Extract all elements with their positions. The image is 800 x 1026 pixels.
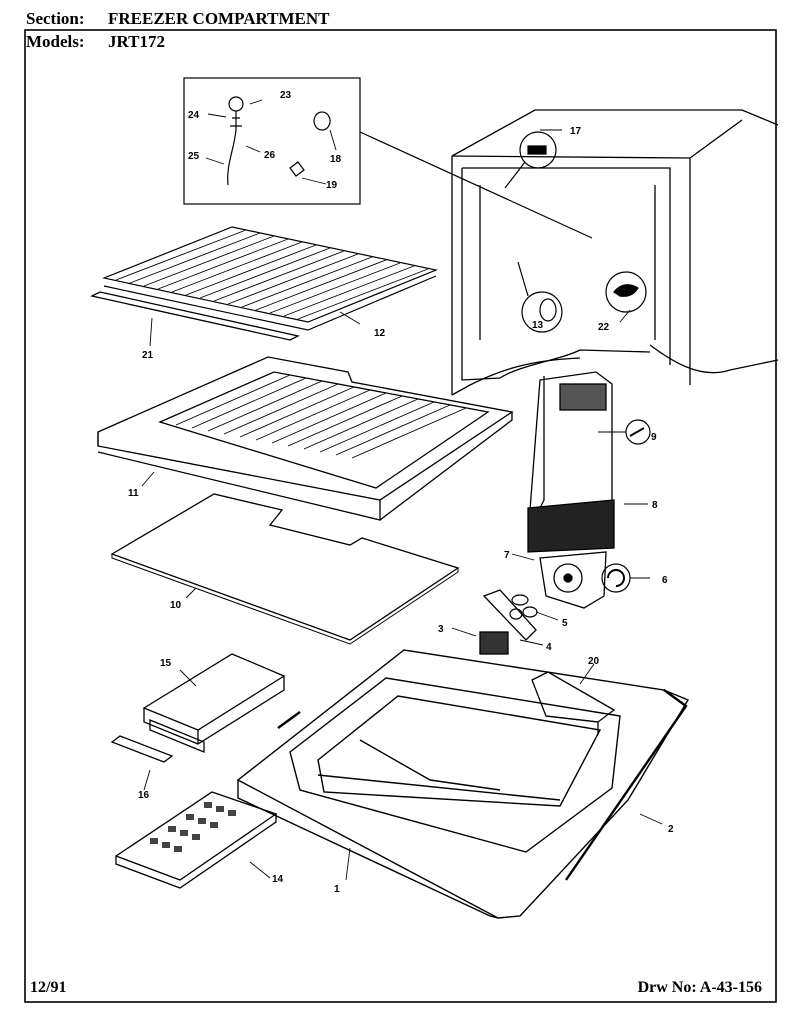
fan-motor	[479, 589, 537, 655]
callout-11: 11	[128, 488, 139, 499]
callout-10: 10	[170, 600, 182, 611]
divider-assembly	[236, 649, 690, 919]
drawing-frame	[24, 29, 777, 1003]
callout-2: 2	[668, 824, 674, 835]
callout-23: 23	[280, 90, 292, 101]
insulation-panel	[110, 493, 460, 641]
callout-13: 13	[532, 320, 544, 331]
callout-8: 8	[652, 500, 658, 511]
callout-6: 6	[662, 575, 668, 586]
freezer-basket	[142, 653, 286, 753]
callout-20: 20	[588, 656, 600, 667]
freezer-shelf-tray	[97, 356, 514, 521]
part-22-callout	[605, 271, 647, 313]
detail-inset	[183, 77, 593, 239]
callout-19: 19	[326, 180, 338, 191]
section-header: Section: FREEZER COMPARTMENT	[26, 10, 330, 28]
shelf-trim-strip	[90, 291, 300, 341]
models-value: JRT172	[108, 32, 166, 51]
damper-control	[531, 671, 616, 734]
section-title: FREEZER COMPARTMENT	[108, 9, 330, 28]
divider-gasket-frame	[277, 689, 688, 881]
callout-14: 14	[272, 874, 284, 885]
ice-tray	[114, 791, 278, 889]
part-17-bulb-callout	[504, 131, 557, 189]
callout-3: 3	[438, 624, 444, 635]
part-13-callout	[517, 261, 563, 333]
callout-7: 7	[504, 550, 510, 561]
callout-26: 26	[264, 150, 276, 161]
screw-9	[625, 419, 651, 445]
callout-9: 9	[651, 432, 657, 443]
insulation-panel-edge	[111, 554, 459, 645]
fan-bracket	[539, 551, 607, 609]
wire-shelf	[101, 226, 439, 331]
callout-22: 22	[598, 322, 610, 333]
callout-21: 21	[142, 350, 154, 361]
models-label: Models:	[26, 32, 85, 51]
callout-1: 1	[334, 884, 340, 895]
models-header: Models: JRT172	[26, 33, 165, 51]
section-label: Section:	[26, 9, 85, 28]
drawing-number: Drw No: A-43-156	[637, 979, 762, 996]
callout-4: 4	[546, 642, 552, 653]
callout-24: 24	[188, 110, 200, 121]
callout-5: 5	[562, 618, 568, 629]
callout-17: 17	[570, 126, 582, 137]
basket-rail	[110, 735, 174, 763]
revision-date: 12/91	[30, 979, 67, 996]
leader-lines	[141, 99, 663, 881]
callout-25: 25	[188, 151, 200, 162]
callout-16: 16	[138, 790, 150, 801]
freezer-cabinet	[451, 109, 779, 396]
grommet-6	[601, 563, 631, 593]
callout-18: 18	[330, 154, 342, 165]
callout-15: 15	[160, 658, 172, 669]
callout-12: 12	[374, 328, 386, 339]
evaporator-cover	[527, 371, 615, 553]
